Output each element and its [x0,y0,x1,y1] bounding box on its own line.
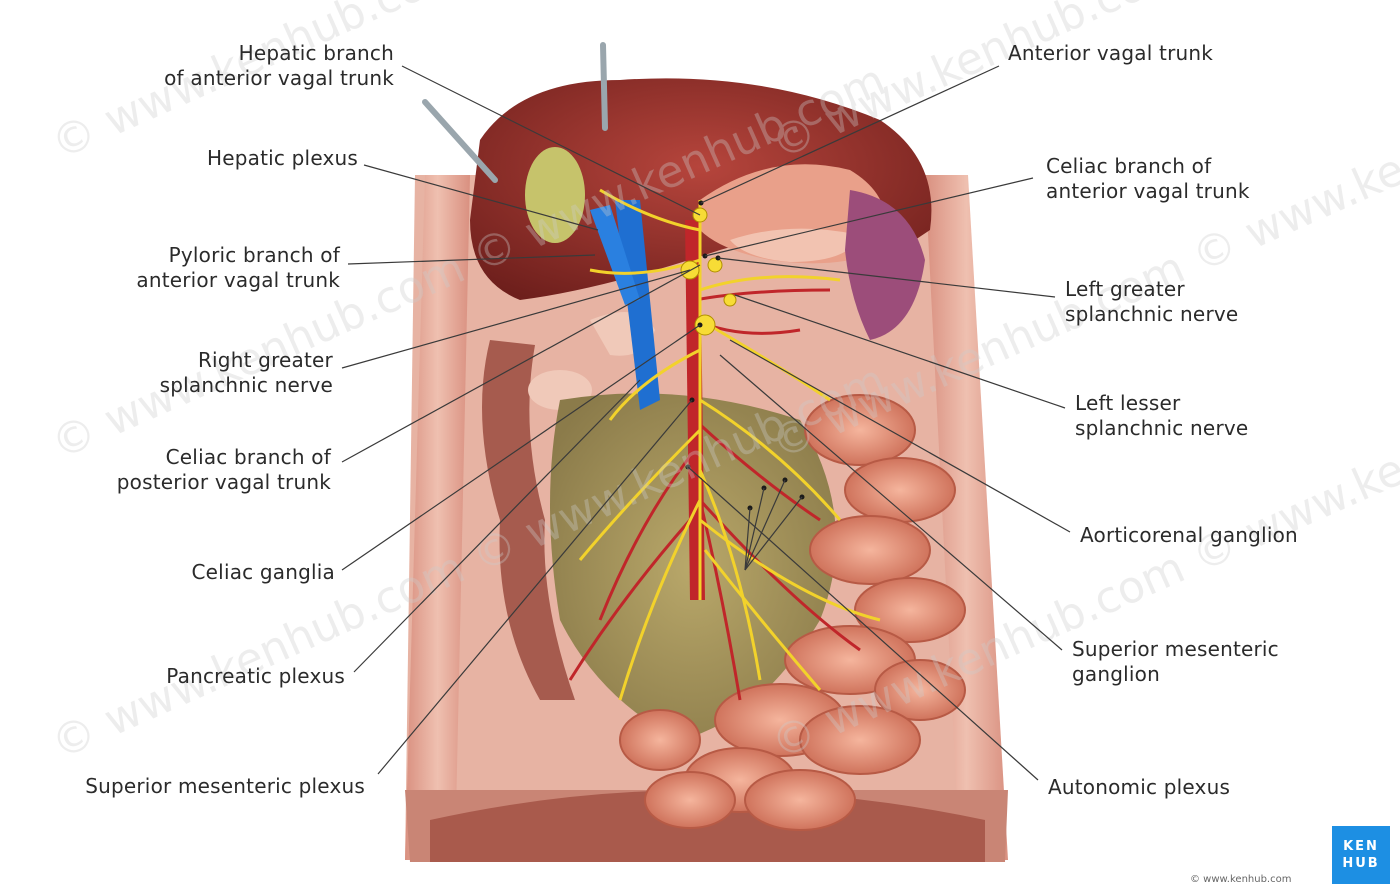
label-line: Autonomic plexus [1048,775,1231,799]
leader-line [363,164,599,231]
label-anterior-vagal-trunk: Anterior vagal trunk [1008,41,1213,66]
label-line: Hepatic branch [238,41,394,65]
label-right-greater-splanchnic: Right greater splanchnic nerve [100,348,333,398]
inferior-vena-cava [615,200,660,410]
label-line: Superior mesenteric plexus [85,774,365,798]
label-celiac-branch-anterior: Celiac branch of anterior vagal trunk [1046,154,1250,204]
leader-line [744,507,751,571]
leader-line [704,177,1034,257]
leader-line [687,466,1039,781]
label-line: anterior vagal trunk [136,268,340,292]
gallbladder [525,147,585,243]
leader-line [377,399,693,775]
label-line: Celiac ganglia [191,560,335,584]
leader-line [341,264,701,463]
label-line: Superior mesenteric [1072,637,1279,661]
label-pancreatic-plexus: Pancreatic plexus [100,664,345,689]
leader-line [401,65,701,216]
logo-line: KEN [1343,839,1379,854]
label-pyloric-branch: Pyloric branch of anterior vagal trunk [100,243,340,293]
label-line: Hepatic plexus [207,146,358,170]
leader-line [734,294,1066,409]
leader-line [719,354,1063,651]
label-line: Anterior vagal trunk [1008,41,1214,65]
label-line: Celiac branch of [1046,154,1212,178]
leader-line [744,487,765,571]
ascending-colon [482,340,575,700]
label-left-greater-splanchnic: Left greater splanchnic nerve [1065,277,1238,327]
leader-line [700,65,1000,204]
small-intestine [619,394,966,831]
retractors [422,42,608,183]
label-autonomic-plexus: Autonomic plexus [1048,775,1230,800]
spleen [845,190,925,340]
leader-line [717,257,1056,298]
copyright-text: © www.kenhub.com [1190,874,1292,885]
leader-line [341,269,691,369]
liver [470,78,932,300]
label-line: Aorticorenal ganglion [1080,523,1298,547]
label-line: ganglion [1072,662,1160,686]
label-line: of anterior vagal trunk [164,66,394,90]
leader-line [347,254,596,265]
label-celiac-ganglia: Celiac ganglia [100,560,335,585]
leader-line [353,379,641,673]
label-line: Celiac branch of [165,445,331,469]
portal-vein [590,205,640,305]
right-wall-muscle [925,175,1008,860]
label-superior-mesenteric-plexus: Superior mesenteric plexus [40,774,365,799]
label-line: posterior vagal trunk [116,470,331,494]
label-line: Left greater [1065,277,1185,301]
leader-lines [341,65,1071,781]
leader-line [744,496,803,571]
label-aorticorenal-ganglion: Aorticorenal ganglion [1080,523,1298,548]
label-line: Right greater [197,348,333,372]
label-line: Pyloric branch of [168,243,340,267]
label-line: splanchnic nerve [1065,302,1239,326]
leader-line [729,339,1071,533]
label-hepatic-branch: Hepatic branch of anterior vagal trunk [120,41,394,91]
logo-line: HUB [1342,856,1380,871]
stomach-cut [730,228,860,262]
label-hepatic-plexus: Hepatic plexus [120,146,358,171]
label-left-lesser-splanchnic: Left lesser splanchnic nerve [1075,391,1248,441]
label-line: splanchnic nerve [1075,416,1249,440]
label-line: anterior vagal trunk [1046,179,1250,203]
label-celiac-branch-posterior: Celiac branch of posterior vagal trunk [60,445,331,495]
label-line: splanchnic nerve [159,373,333,397]
label-line: Left lesser [1075,391,1181,415]
kenhub-logo[interactable]: KEN HUB [1332,826,1390,884]
leader-line [744,479,786,571]
leader-line [341,324,701,571]
label-superior-mesenteric-ganglion: Superior mesenteric ganglion [1072,637,1279,687]
label-line: Pancreatic plexus [166,664,345,688]
